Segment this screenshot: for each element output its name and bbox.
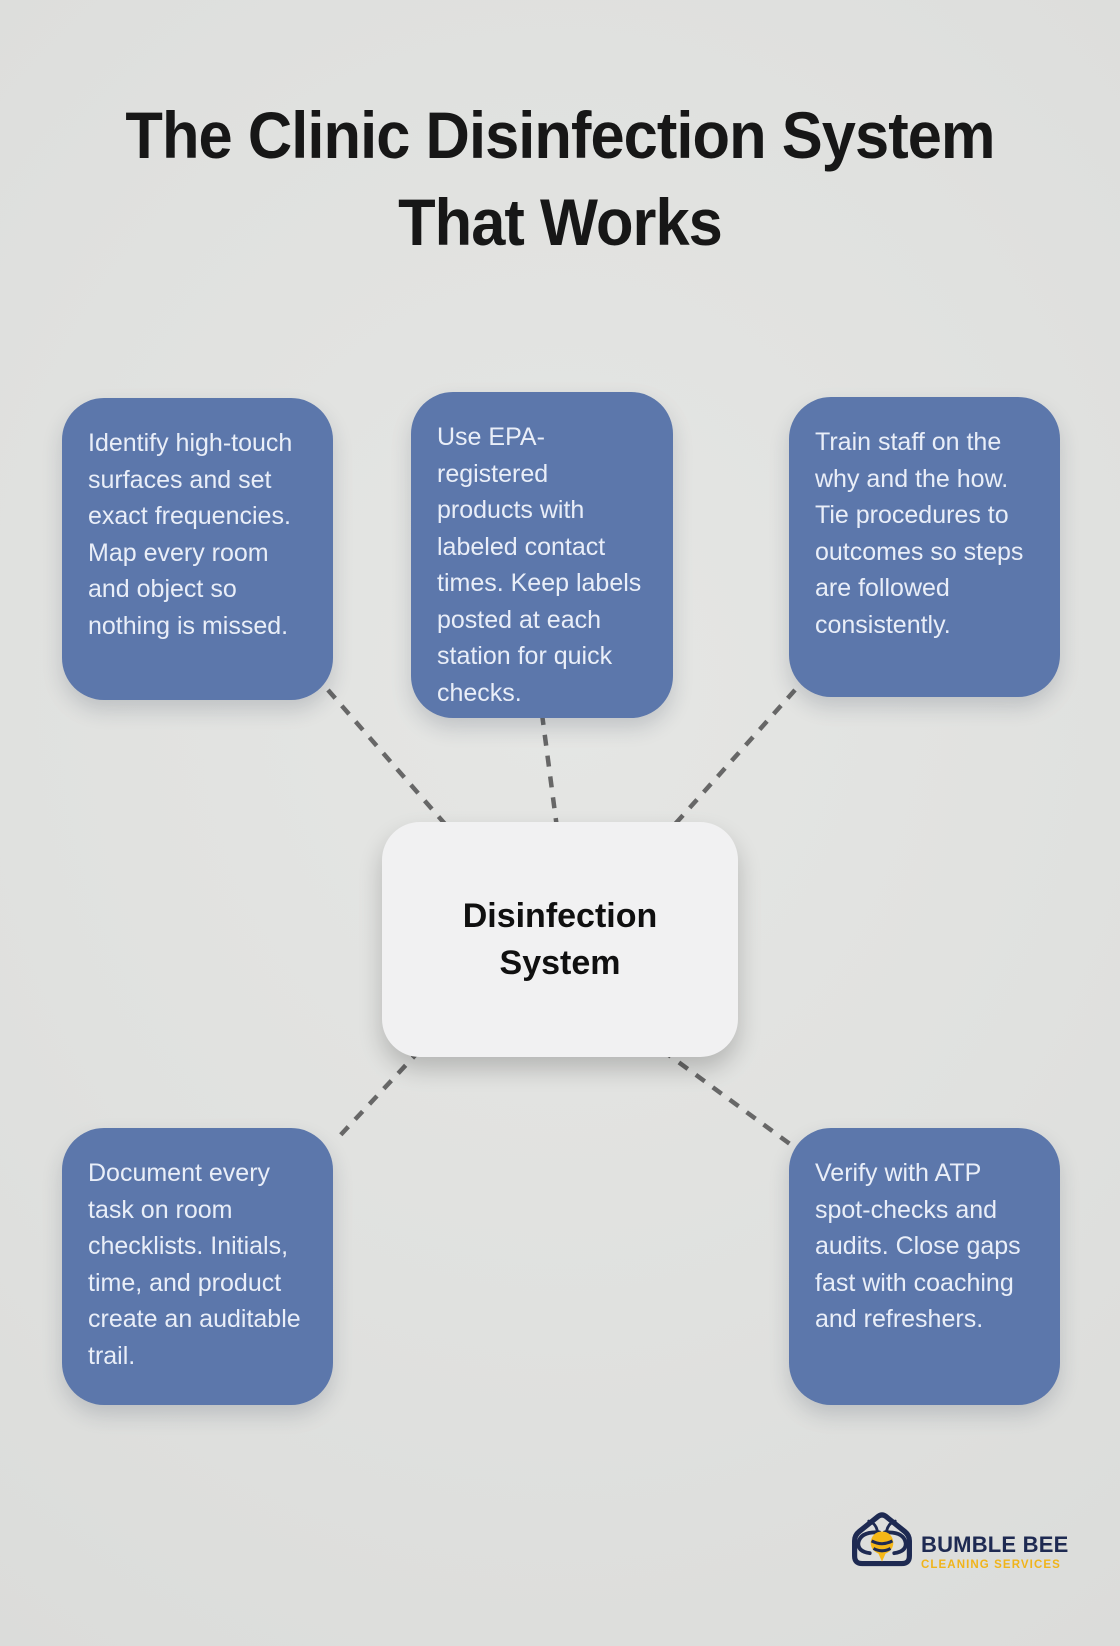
logo-text: BUMBLE BEE CLEANING SERVICES	[921, 1532, 1068, 1571]
topic-box-epa-products: Use EPA-registered products with labeled…	[411, 392, 673, 718]
topic-text: Document every task on room checklists. …	[88, 1159, 301, 1370]
house-bee-icon	[852, 1512, 912, 1567]
topic-text: Use EPA-registered products with labeled…	[437, 423, 642, 707]
topic-text: Verify with ATP spot-checks and audits. …	[815, 1159, 1021, 1333]
topic-text: Train staff on the why and the how. Tie …	[815, 428, 1024, 639]
page-title: The Clinic Disinfection System That Work…	[125, 98, 995, 260]
topic-box-document-tasks: Document every task on room checklists. …	[62, 1128, 333, 1405]
connector-train-to-center	[666, 688, 797, 834]
topic-box-identify-surfaces: Identify high-touch surfaces and set exa…	[62, 398, 333, 700]
topic-box-verify-audits: Verify with ATP spot-checks and audits. …	[789, 1128, 1060, 1405]
connector-identify-to-center	[326, 688, 454, 834]
connector-center-to-verify	[660, 1048, 792, 1146]
bumble-bee-logo: BUMBLE BEE CLEANING SERVICES	[848, 1506, 1068, 1572]
center-node-disinfection-system: Disinfection System	[382, 822, 738, 1057]
logo-brand-name: BUMBLE BEE	[921, 1532, 1069, 1557]
connector-center-to-document	[332, 1048, 422, 1144]
connector-products-to-center	[539, 713, 560, 829]
center-node-label: Disinfection System	[462, 896, 658, 982]
topic-box-train-staff: Train staff on the why and the how. Tie …	[789, 397, 1060, 697]
topic-text: Identify high-touch surfaces and set exa…	[88, 429, 293, 640]
logo-tagline: CLEANING SERVICES	[921, 1559, 1061, 1571]
